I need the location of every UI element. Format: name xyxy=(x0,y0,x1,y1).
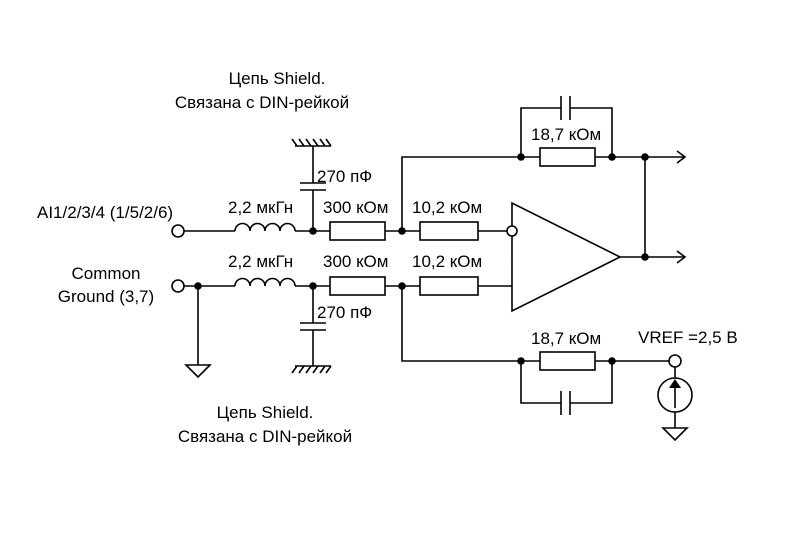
label-r18-bottom: 18,7 кОм xyxy=(531,329,601,348)
capacitor-feedback-top xyxy=(560,96,571,120)
label-inductor-bottom: 2,2 мкГн xyxy=(228,252,293,271)
op-amp-inverting-input xyxy=(506,225,518,237)
label-ai-input: AI1/2/3/4 (1/5/2/6) xyxy=(37,203,173,222)
resistor-300k-bottom xyxy=(329,276,386,296)
current-source-icon xyxy=(657,377,693,413)
terminal-common-ground xyxy=(171,279,185,293)
ground-vref-icon xyxy=(661,427,689,442)
resistor-300k-top xyxy=(329,221,386,241)
terminal-vref xyxy=(668,354,682,368)
output-arrow-top-icon xyxy=(676,150,687,164)
label-r10-top: 10,2 кОм xyxy=(412,198,482,217)
shield-ground-bottom-icon xyxy=(291,365,332,374)
op-amp-triangle xyxy=(511,201,622,313)
label-cap-bottom: 270 пФ xyxy=(317,303,372,322)
label-shield-bottom-line1: Цепь Shield. xyxy=(217,403,314,422)
capacitor-feedback-bottom xyxy=(560,391,571,415)
inductor-bottom xyxy=(234,277,296,287)
capacitor-shield-top xyxy=(300,182,326,191)
inductor-top xyxy=(234,222,296,232)
label-r300-top: 300 кОм xyxy=(323,198,388,217)
label-shield-top-line2: Связана с DIN-рейкой xyxy=(175,93,349,112)
label-r300-bottom: 300 кОм xyxy=(323,252,388,271)
label-common-line2: Ground (3,7) xyxy=(58,287,154,306)
label-r18-top: 18,7 кОм xyxy=(531,125,601,144)
resistor-10k-bottom xyxy=(419,276,479,296)
label-shield-bottom-line2: Связана с DIN-рейкой xyxy=(178,427,352,446)
junction-dots xyxy=(194,153,649,365)
resistor-18k-bottom xyxy=(539,351,596,371)
output-arrow-bottom-icon xyxy=(676,250,687,264)
shield-ground-top-icon xyxy=(291,138,332,147)
label-r10-bottom: 10,2 кОм xyxy=(412,252,482,271)
resistor-18k-top xyxy=(539,147,596,167)
label-shield-top-line1: Цепь Shield. xyxy=(229,69,326,88)
label-common-line1: Common xyxy=(72,264,141,283)
terminal-ai-input xyxy=(171,224,185,238)
label-cap-top: 270 пФ xyxy=(317,167,372,186)
label-inductor-top: 2,2 мкГн xyxy=(228,198,293,217)
label-vref: VREF =2,5 В xyxy=(638,328,738,347)
resistor-10k-top xyxy=(419,221,479,241)
capacitor-shield-bottom xyxy=(300,322,326,331)
ground-common-icon xyxy=(184,364,212,379)
